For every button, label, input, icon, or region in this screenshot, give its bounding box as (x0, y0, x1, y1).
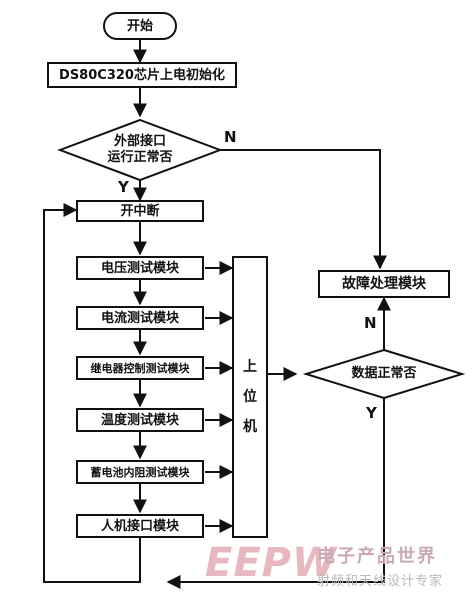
watermark-logo: EEPW (205, 540, 338, 586)
fault-label: 故障处理模块 (342, 275, 426, 292)
watermark-line2: 射频和天线设计专家 (317, 574, 444, 589)
watermark-line1: 电子产品世界 (317, 546, 437, 567)
module-temperature-label: 温度测试模块 (100, 412, 179, 428)
module-relay: 继电器控制测试模块 (76, 356, 204, 380)
module-hmi-label: 人机接口模块 (100, 518, 179, 534)
decision-external-label: 外部接口 运行正常否 (80, 133, 200, 167)
init-label: DS80C320芯片上电初始化 (59, 67, 225, 83)
module-current-label: 电流测试模块 (100, 310, 179, 326)
decision-external-line1: 外部接口 (113, 134, 166, 149)
branch-no-label: N (224, 128, 237, 146)
decision-external-line2: 运行正常否 (107, 150, 173, 165)
fault-node: 故障处理模块 (318, 270, 450, 298)
module-temperature: 温度测试模块 (76, 408, 204, 432)
arrow-loop-back (43, 203, 141, 583)
module-relay-label: 继电器控制测试模块 (90, 361, 190, 375)
start-node: 开始 (103, 12, 177, 40)
host-char-1: 上 (243, 359, 257, 375)
module-voltage-label: 电压测试模块 (100, 260, 179, 276)
watermark: EEPW 电子产品世界 射频和天线设计专家 (205, 540, 470, 592)
decision-data-text: 数据正常否 (351, 366, 417, 381)
fault-no-label: N (364, 314, 377, 332)
branch-yes-label: Y (118, 178, 129, 196)
start-label: 开始 (126, 18, 153, 34)
module-hmi: 人机接口模块 (76, 514, 204, 538)
decision-data-label: 数据正常否 (334, 364, 434, 384)
host-char-3: 机 (243, 419, 257, 435)
module-battery: 蓄电池内阻测试模块 (76, 460, 204, 484)
host-node: 上 位 机 (232, 256, 268, 538)
module-voltage: 电压测试模块 (76, 256, 204, 280)
init-node: DS80C320芯片上电初始化 (47, 62, 237, 88)
module-battery-label: 蓄电池内阻测试模块 (90, 465, 190, 479)
open-interrupt-label: 开中断 (120, 203, 160, 219)
host-char-2: 位 (243, 389, 257, 405)
module-current: 电流测试模块 (76, 306, 204, 330)
arrow-decision-fault (220, 149, 387, 270)
arrow-datacheck-yes (166, 398, 385, 589)
open-interrupt-node: 开中断 (76, 200, 204, 222)
fault-yes-label: Y (366, 404, 377, 422)
